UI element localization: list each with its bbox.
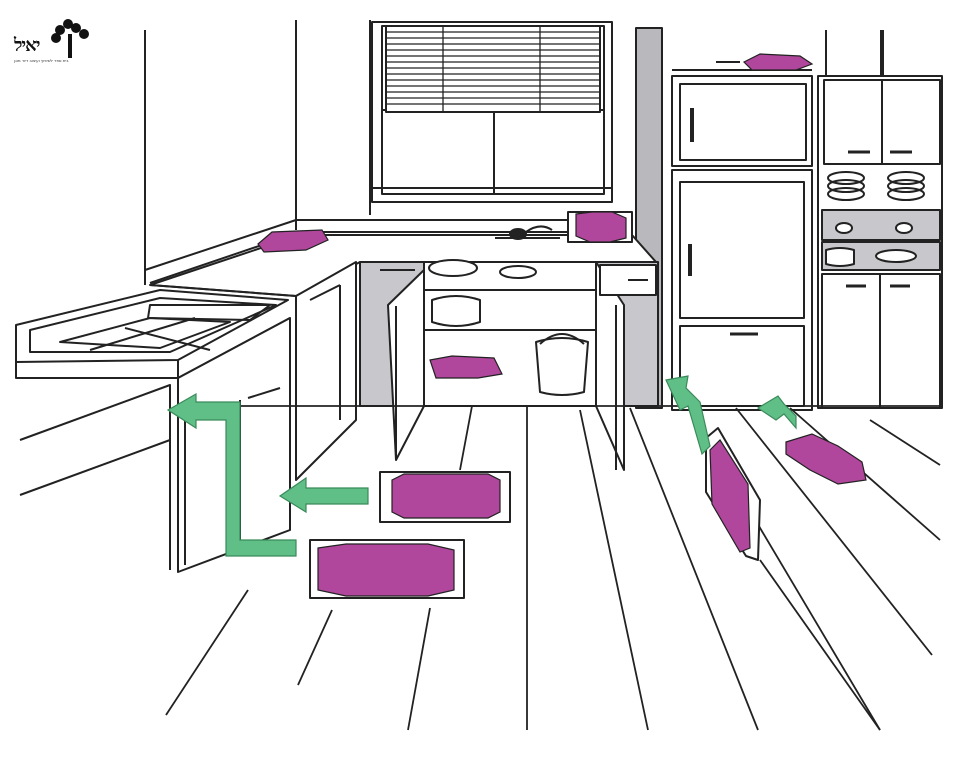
blind-slats: [386, 26, 600, 112]
cleaning-cloth-icon: [257, 53, 867, 597]
backsplash-line: [144, 219, 630, 271]
corner-cabinet: [295, 261, 357, 481]
pot: [431, 295, 481, 327]
fridge-body: [671, 169, 813, 411]
direction-arrow-icon: [166, 375, 797, 557]
faucet: [495, 225, 560, 240]
logo-text: יאיל: [14, 35, 40, 56]
bucket: [535, 337, 589, 396]
plate-stacks: [827, 171, 925, 201]
floor-planks: [165, 405, 941, 731]
basin-top: [428, 259, 478, 277]
fridge-top: [671, 75, 813, 167]
logo-tree-icon: [51, 19, 89, 58]
logo-tagline: בית ספר לשיפוץ ועיצוב דיור מוגן: [14, 58, 69, 63]
window-blind: [385, 25, 601, 113]
cabinet-door-left: [387, 269, 425, 461]
